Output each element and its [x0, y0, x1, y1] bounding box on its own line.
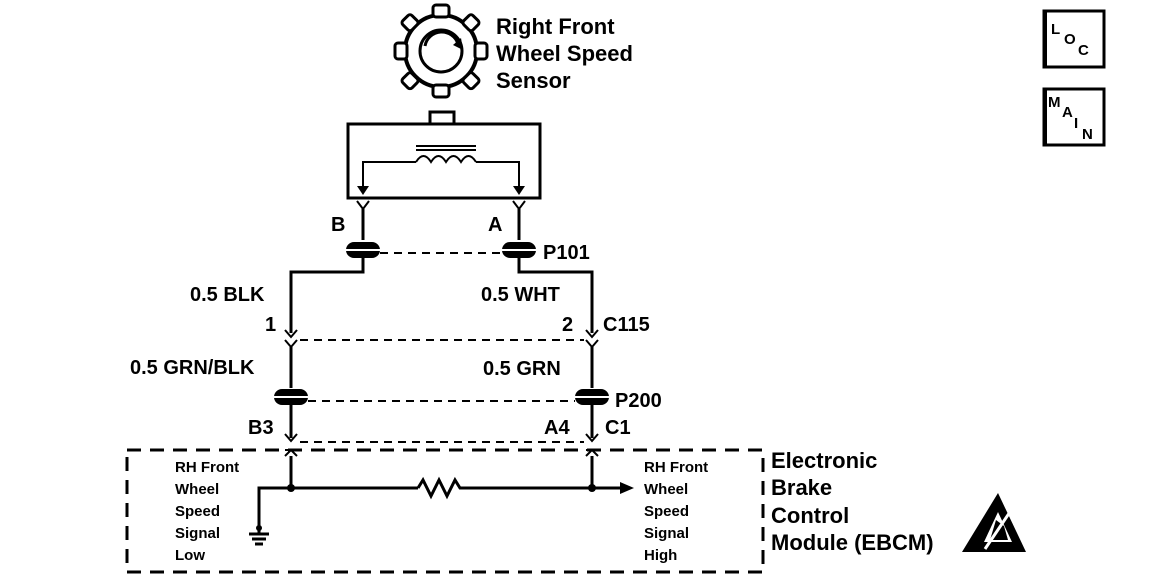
p200-label: P200 [615, 390, 662, 412]
wire-label-wht: 0.5 WHT [481, 284, 560, 306]
wire-label-grn-blk: 0.5 GRN/BLK [130, 357, 255, 379]
p101-label: P101 [543, 242, 590, 264]
loc-letter-c: C [1078, 42, 1089, 59]
loc-button[interactable]: L O C [1042, 9, 1106, 69]
toothed-wheel-icon [393, 3, 489, 99]
wire-label-grn: 0.5 GRN [483, 358, 561, 380]
p200-connector [274, 389, 609, 405]
blk-wire [289, 258, 365, 333]
resistor-icon [416, 476, 464, 500]
main-letter-m: M [1048, 94, 1061, 111]
sensor-title-line1: Right Front [496, 14, 615, 39]
loc-letter-o: O [1064, 31, 1076, 48]
low-label-line2: Wheel [175, 481, 219, 498]
high-label-line4: Signal [644, 525, 689, 542]
main-letter-a: A [1062, 104, 1073, 121]
ground-icon [249, 525, 269, 546]
c115-pin1-label: 1 [265, 314, 276, 336]
terminal-b-label: B [331, 214, 345, 236]
ebcm-module-box [125, 448, 765, 574]
c115-label: C115 [603, 314, 650, 336]
a4-label: A4 [544, 417, 570, 439]
esd-warning-icon [962, 493, 1026, 552]
high-label-line2: Wheel [644, 481, 688, 498]
wht-wire [517, 258, 594, 333]
high-label-line3: Speed [644, 503, 689, 520]
wire-label-blk: 0.5 BLK [190, 284, 265, 306]
sensor-housing [346, 110, 542, 200]
c115-connector [284, 329, 599, 349]
low-label-line3: Speed [175, 503, 220, 520]
high-label-line1: RH Front [644, 459, 708, 476]
module-name-line2: Brake [771, 475, 832, 500]
terminal-a-label: A [488, 214, 502, 236]
coil-icon [357, 145, 525, 195]
loc-letter-l: L [1051, 21, 1060, 38]
p101-connector [346, 242, 536, 258]
main-letter-n: N [1082, 126, 1093, 143]
module-name-line1: Electronic [771, 448, 877, 473]
low-label-line1: RH Front [175, 459, 239, 476]
sensor-title-line3: Sensor [496, 68, 571, 93]
low-label-line5: Low [175, 547, 205, 564]
main-button[interactable]: M A I N [1042, 87, 1106, 147]
c115-pin2-label: 2 [562, 314, 573, 336]
c1-label: C1 [605, 417, 631, 439]
sensor-title-line2: Wheel Speed [496, 41, 633, 66]
module-name-line3: Control [771, 503, 849, 528]
high-label-line5: High [644, 547, 677, 564]
low-label-line4: Signal [175, 525, 220, 542]
main-letter-i: I [1074, 115, 1078, 132]
sensor-terminals [356, 200, 526, 240]
module-name-line4: Module (EBCM) [771, 530, 934, 555]
b3-label: B3 [248, 417, 274, 439]
ebcm-internal-circuit [257, 456, 634, 528]
